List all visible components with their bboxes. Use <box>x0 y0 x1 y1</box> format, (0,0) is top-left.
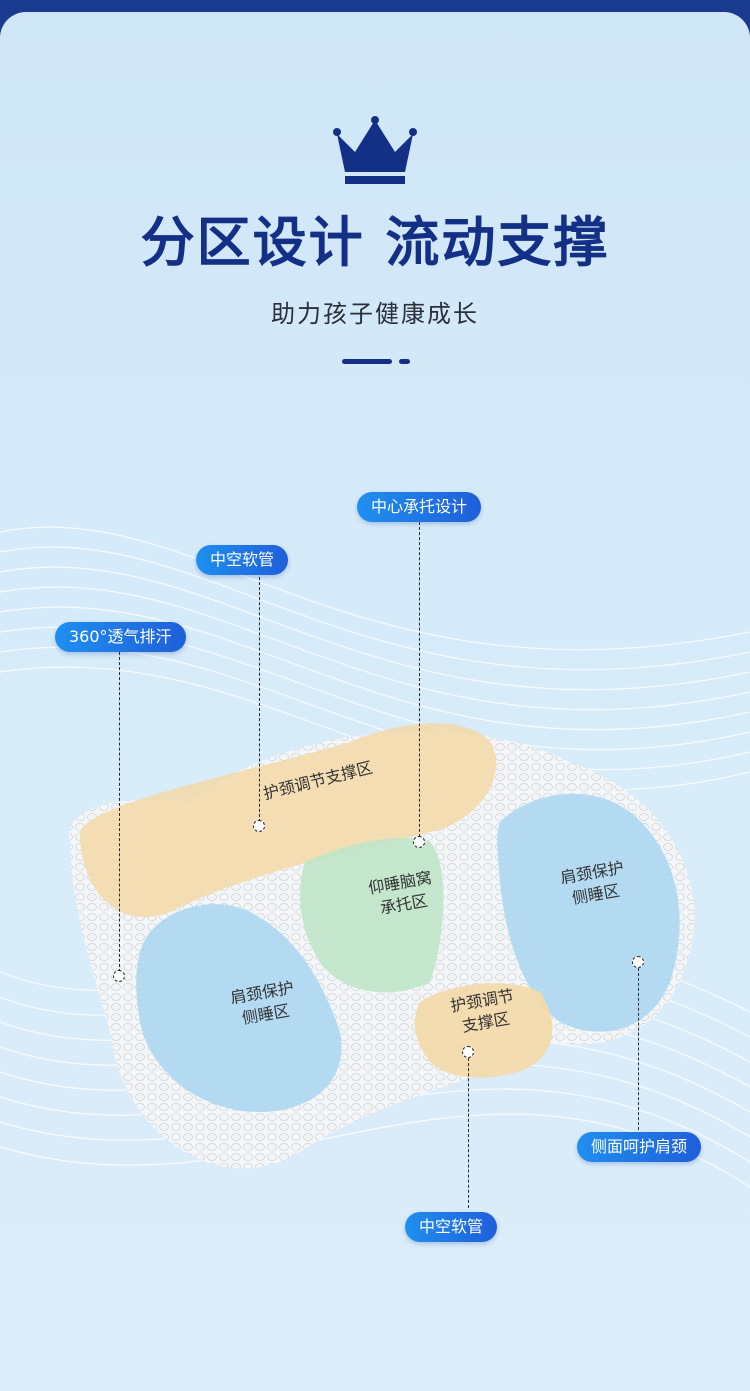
divider-short <box>399 359 410 364</box>
marker-dot-hollow-tube-top <box>253 820 265 832</box>
leader-line-side-protect <box>638 968 639 1130</box>
leader-line-hollow-tube-top <box>259 577 260 827</box>
page-subtitle: 助力孩子健康成长 <box>271 300 479 328</box>
leader-line-breathable <box>119 652 120 972</box>
marker-dot-center-support <box>413 836 425 848</box>
tag-hollow-tube-bottom: 中空软管 <box>405 1212 498 1242</box>
leader-line-hollow-tube-bottom <box>468 1058 469 1208</box>
crown-icon <box>333 116 417 184</box>
pillow-illustration <box>68 723 695 1169</box>
page-title: 分区设计 流动支撑 <box>140 211 610 274</box>
marker-dot-side-protect <box>632 956 644 968</box>
tag-center-support: 中心承托设计 <box>357 492 482 522</box>
tag-side-protect: 侧面呵护肩颈 <box>577 1132 702 1162</box>
page-background: 分区设计 流动支撑 助力孩子健康成长 <box>0 12 750 1391</box>
tag-breathable: 360°透气排汗 <box>55 622 186 652</box>
leader-line-center-support <box>419 522 420 847</box>
divider-long <box>342 359 392 364</box>
tag-hollow-tube-top: 中空软管 <box>196 545 289 575</box>
marker-dot-breathable <box>113 970 125 982</box>
marker-dot-hollow-tube-bottom <box>462 1046 474 1058</box>
